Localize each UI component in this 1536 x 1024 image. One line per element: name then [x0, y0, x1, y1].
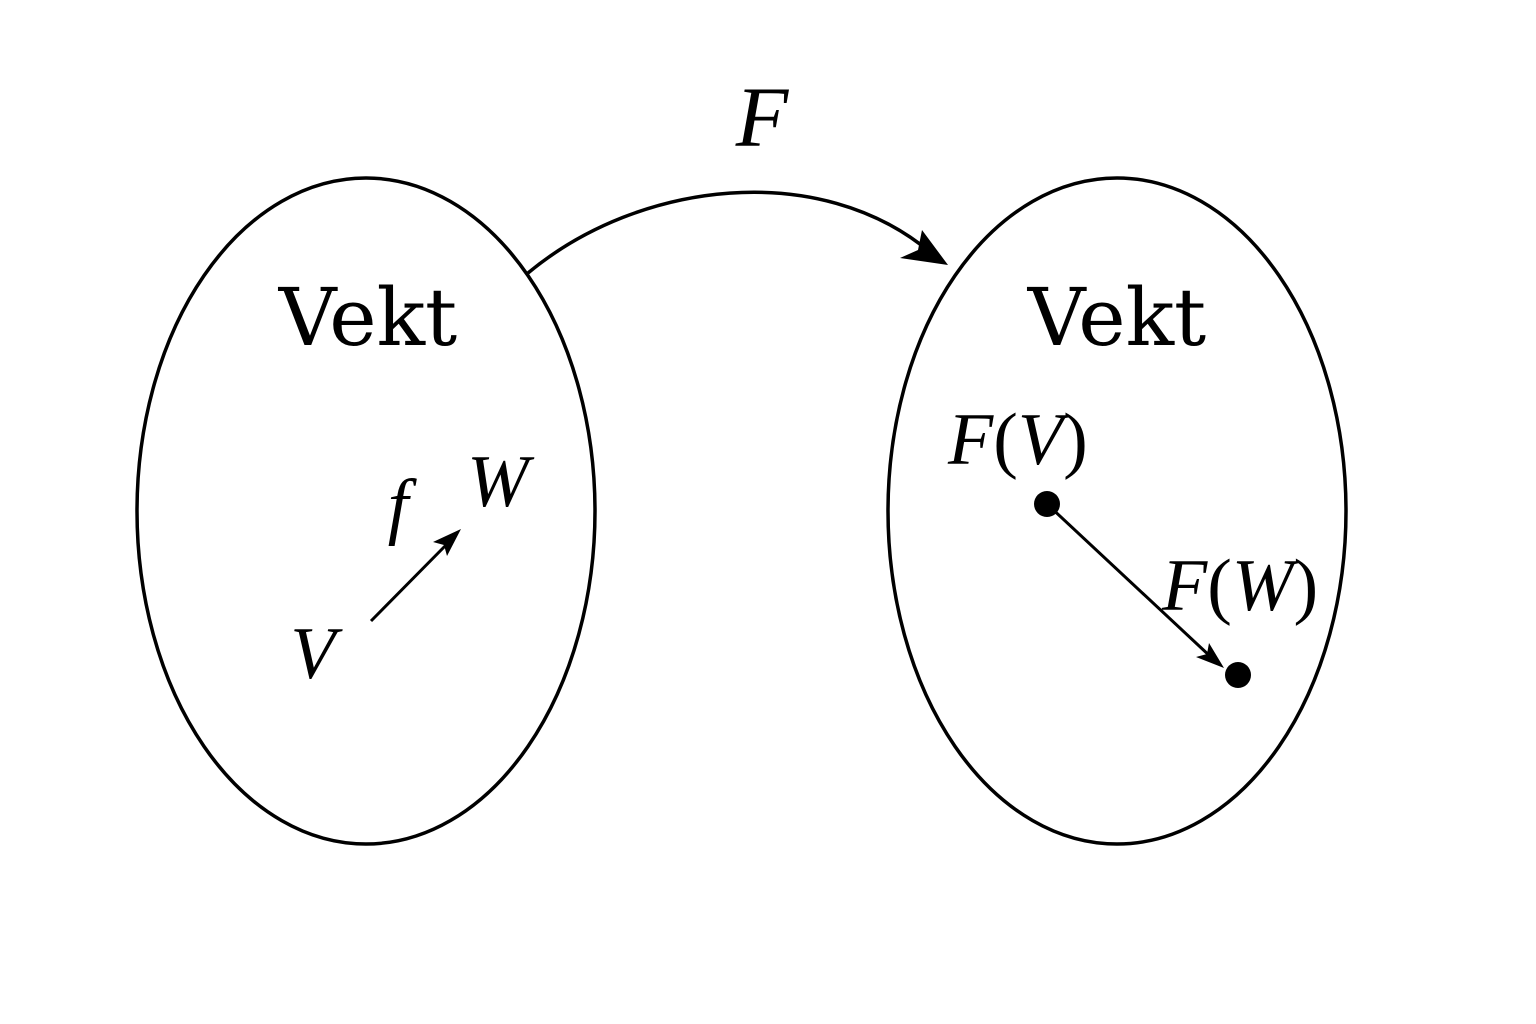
- morphism-f-arrowhead: [433, 529, 461, 556]
- image-morphism-arrowhead: [1196, 643, 1224, 668]
- target-point-fw: [1225, 662, 1251, 688]
- morphism-f-arrow: [369, 539, 452, 623]
- image-morphism-arrow: [1045, 502, 1214, 660]
- target-point-fv: [1034, 491, 1060, 517]
- target-object-fv: F(V): [947, 399, 1088, 481]
- source-category-ellipse: [135, 176, 597, 846]
- morphism-label-f: f: [388, 465, 418, 547]
- target-category-ellipse: [886, 176, 1348, 846]
- functor-arrow: [526, 190, 932, 275]
- source-object-v: V: [290, 613, 343, 695]
- source-category-name: Vekt: [278, 271, 457, 364]
- functor-arrowhead: [900, 230, 948, 265]
- target-object-fw: F(W): [1161, 545, 1318, 627]
- functor-label: F: [735, 69, 790, 165]
- source-object-w: W: [467, 441, 535, 523]
- target-category-name: Vekt: [1027, 271, 1206, 364]
